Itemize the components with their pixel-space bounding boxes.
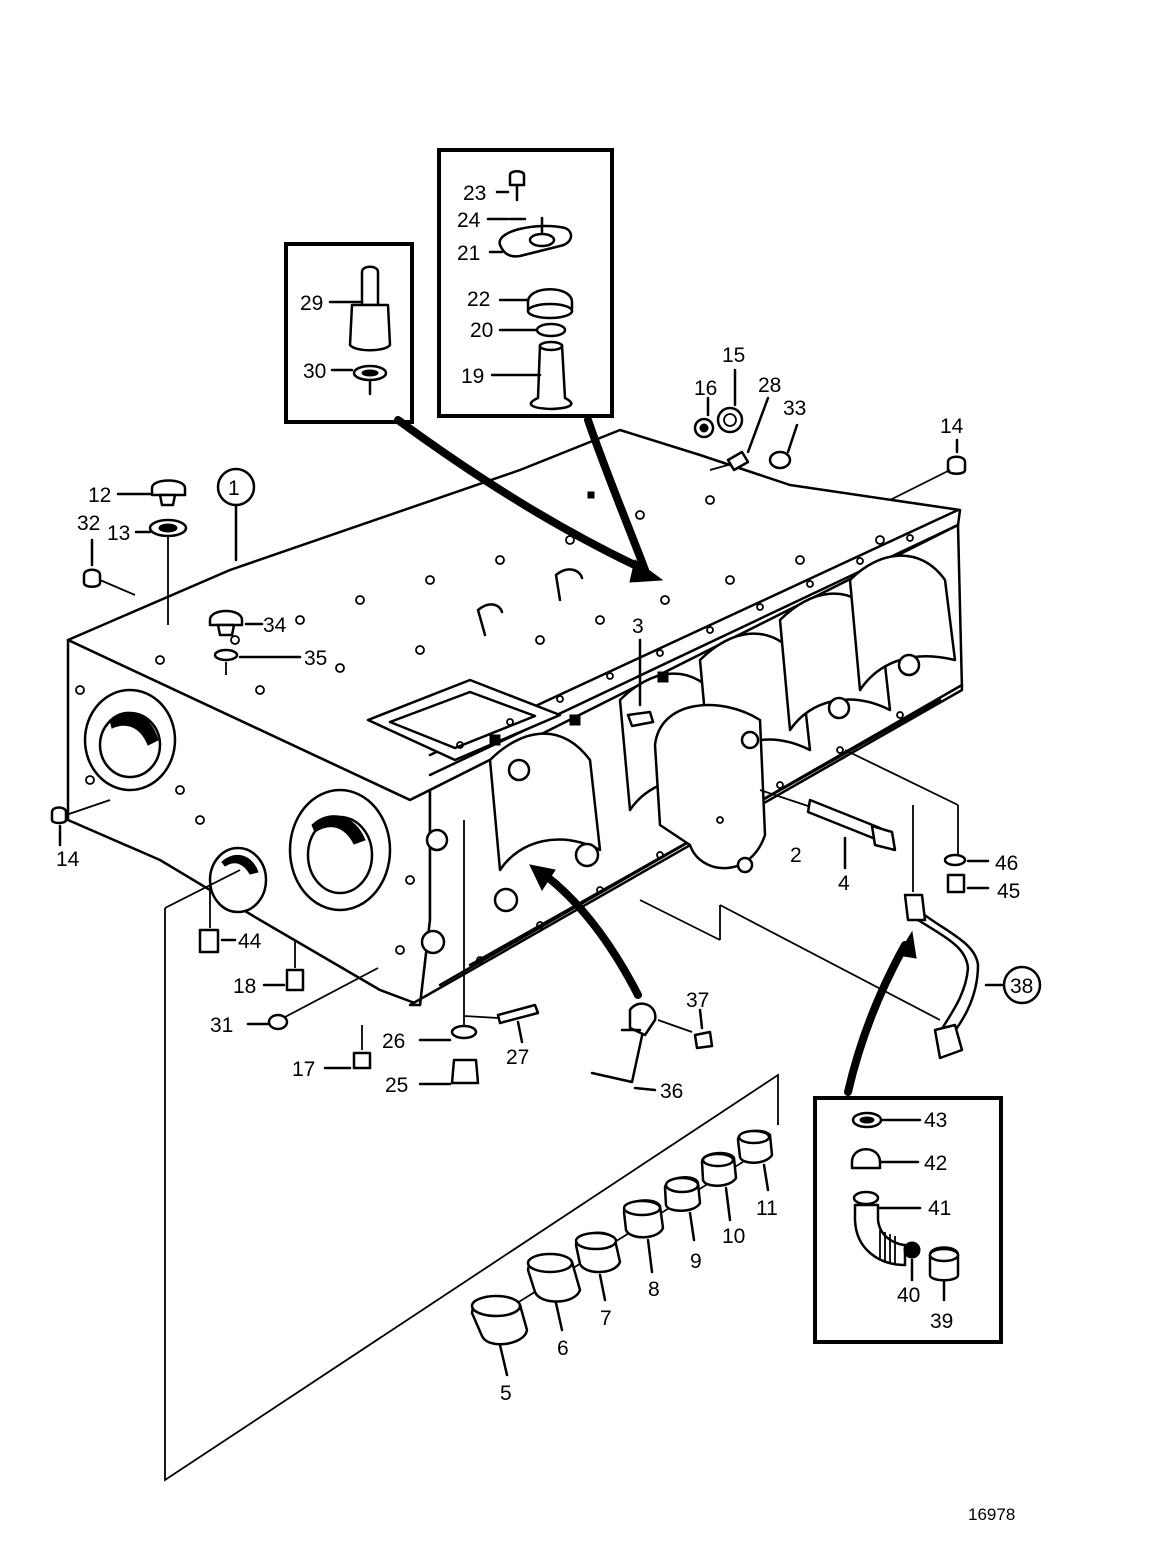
label-17: 17 <box>292 1058 315 1081</box>
label-9: 9 <box>690 1250 702 1273</box>
label-45: 45 <box>997 880 1020 903</box>
label-29: 29 <box>300 292 323 315</box>
label-44: 44 <box>238 930 262 953</box>
label-33: 33 <box>783 397 806 420</box>
label-16: 16 <box>694 377 717 400</box>
drawing-reference-number: 16978 <box>968 1505 1015 1524</box>
label-43: 43 <box>924 1109 947 1132</box>
label-27: 27 <box>506 1046 529 1069</box>
label-42: 42 <box>924 1152 947 1175</box>
label-38: 38 <box>1010 975 1033 998</box>
label-7: 7 <box>600 1307 612 1330</box>
label-23: 23 <box>463 182 486 205</box>
label-22: 22 <box>467 288 490 311</box>
part-labels: 1 2 3 4 5 6 7 8 9 10 11 12 13 14 14 15 1… <box>56 182 1033 1405</box>
label-41: 41 <box>928 1197 951 1220</box>
label-25: 25 <box>385 1074 408 1097</box>
label-12: 12 <box>88 484 111 507</box>
label-37: 37 <box>686 989 709 1012</box>
label-28: 28 <box>758 374 781 397</box>
pointer-arrows <box>394 416 917 1096</box>
label-15: 15 <box>722 344 745 367</box>
label-2: 2 <box>790 844 802 867</box>
label-31: 31 <box>210 1014 233 1037</box>
small-parts <box>50 368 1007 1092</box>
label-14-right: 14 <box>940 415 964 438</box>
label-35: 35 <box>304 647 327 670</box>
inset-box-injector-sleeve <box>437 148 614 418</box>
label-3: 3 <box>632 615 644 638</box>
label-26: 26 <box>382 1030 405 1053</box>
label-1: 1 <box>228 477 240 500</box>
label-18: 18 <box>233 975 256 998</box>
label-14-left: 14 <box>56 848 80 871</box>
label-21: 21 <box>457 242 480 265</box>
label-46: 46 <box>995 852 1018 875</box>
label-5: 5 <box>500 1382 512 1405</box>
label-39: 39 <box>930 1310 953 1333</box>
label-6: 6 <box>557 1337 569 1360</box>
inset-box-sleeve <box>284 242 414 424</box>
label-32: 32 <box>77 512 100 535</box>
label-40: 40 <box>897 1284 920 1307</box>
inset-box-oil-nozzle <box>813 1096 1003 1344</box>
label-13: 13 <box>107 522 130 545</box>
label-30: 30 <box>303 360 326 383</box>
label-10: 10 <box>722 1225 745 1248</box>
callout-circle-38 <box>1002 965 1042 1005</box>
label-36: 36 <box>660 1080 683 1103</box>
label-4: 4 <box>838 872 850 895</box>
label-24: 24 <box>457 209 481 232</box>
label-19: 19 <box>461 365 484 388</box>
main-bearings <box>164 869 779 1482</box>
label-11: 11 <box>756 1197 778 1220</box>
label-20: 20 <box>470 319 493 342</box>
label-34: 34 <box>263 614 287 637</box>
cylinder-block <box>66 428 964 1007</box>
label-8: 8 <box>648 1278 660 1301</box>
